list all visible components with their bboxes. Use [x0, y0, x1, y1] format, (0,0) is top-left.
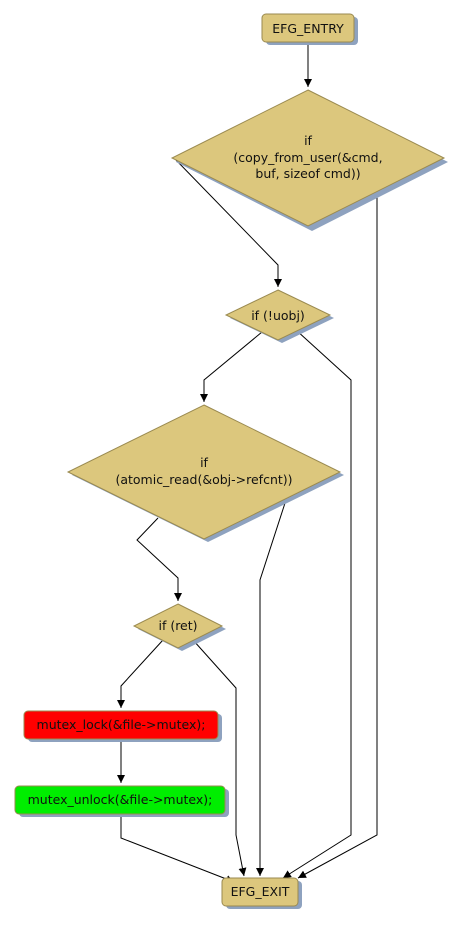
- edge-if-ret-to-mutex-lock: [117, 639, 164, 708]
- edge-if-atomic-to-exit: [256, 499, 287, 876]
- node-label-line-2: (copy_from_user(&cmd,: [233, 150, 382, 165]
- node-if-copy-from-user: if (copy_from_user(&cmd, buf, sizeof cmd…: [170, 89, 448, 231]
- node-label: EFG_ENTRY: [272, 21, 344, 36]
- edge-mutex-unlock-to-exit: [120, 815, 235, 883]
- node-efg-entry: EFG_ENTRY: [261, 13, 358, 45]
- edge-if-atomic-to-if-ret: [136, 517, 182, 601]
- edge-if-uobj-to-exit: [282, 329, 352, 879]
- node-efg-exit: EFG_EXIT: [221, 877, 302, 909]
- edges: [117, 44, 378, 883]
- edge-if-copy-to-if-uobj: [175, 159, 282, 287]
- node-label: EFG_EXIT: [231, 884, 290, 899]
- edge-if-copy-to-exit: [297, 190, 378, 879]
- node-label: mutex_lock(&file->mutex);: [37, 717, 206, 732]
- node-if-atomic-read: if (atomic_read(&obj->refcnt)): [66, 404, 344, 542]
- node-label-line-1: if: [200, 455, 208, 470]
- node-label: mutex_unlock(&file->mutex);: [28, 792, 213, 807]
- node-if-uobj: if (!uobj): [224, 289, 334, 343]
- node-label-line-2: (atomic_read(&obj->refcnt)): [115, 472, 292, 487]
- node-mutex-unlock: mutex_unlock(&file->mutex);: [14, 785, 229, 817]
- edge-if-uobj-to-if-atomic: [200, 331, 263, 402]
- node-label: if (!uobj): [251, 308, 305, 323]
- node-if-ret: if (ret): [132, 603, 226, 651]
- node-label: if (ret): [158, 618, 197, 633]
- node-label-line-1: if: [304, 133, 312, 148]
- node-label-line-3: buf, sizeof cmd)): [255, 166, 360, 181]
- edge-if-ret-to-exit: [192, 639, 247, 877]
- node-mutex-lock: mutex_lock(&file->mutex);: [23, 710, 222, 742]
